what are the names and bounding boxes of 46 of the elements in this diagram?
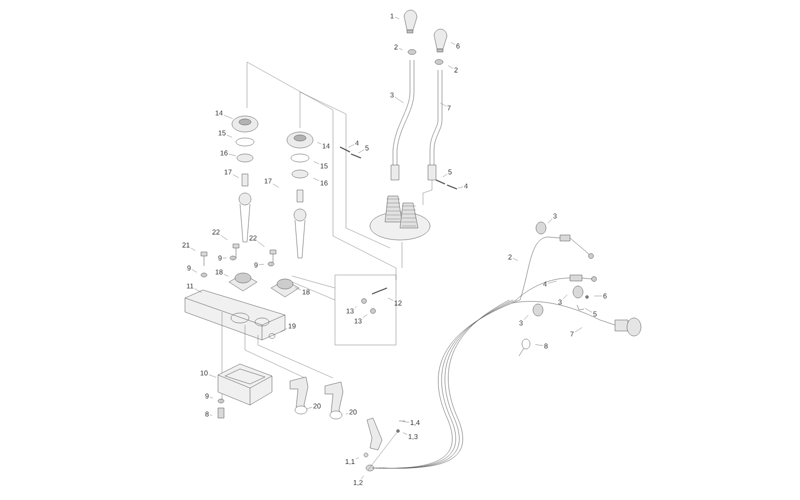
- leader-line: [257, 241, 265, 247]
- leader-line: [272, 184, 279, 188]
- leader-line: [232, 174, 239, 178]
- leader-line: [548, 218, 552, 224]
- leader-line: [440, 102, 446, 106]
- leader-line: [208, 374, 216, 378]
- leader-line: [224, 274, 229, 276]
- leader-line: [358, 150, 364, 154]
- leader-line: [210, 396, 213, 398]
- leader-line: [458, 186, 464, 188]
- leader-line: [360, 476, 364, 480]
- leader-line: [224, 114, 233, 119]
- leader-line: [524, 314, 528, 320]
- leader-line: [548, 280, 557, 284]
- leader-line: [388, 298, 394, 301]
- leader-line: [306, 407, 312, 410]
- leader-line: [192, 269, 198, 272]
- leader-line: [402, 421, 410, 422]
- leader-line: [574, 327, 582, 332]
- leader-line: [295, 288, 302, 290]
- leader-line: [313, 178, 320, 181]
- leader-line: [190, 248, 196, 251]
- leader-line: [448, 66, 454, 69]
- leader-line: [258, 264, 264, 265]
- leader-line: [226, 134, 232, 138]
- leader-line: [512, 258, 518, 261]
- leader-line: [362, 314, 368, 318]
- leader-line: [394, 16, 400, 20]
- leader-line: [194, 288, 202, 293]
- leader-line: [398, 48, 403, 50]
- leader-line: [348, 144, 354, 148]
- leader-line: [402, 432, 408, 435]
- leader-line: [317, 142, 322, 144]
- leader-line: [356, 458, 359, 460]
- leader-line: [535, 344, 544, 346]
- leader-line: [280, 328, 288, 332]
- leader-line: [562, 294, 568, 300]
- leader-line: [228, 154, 236, 156]
- leader-line: [210, 414, 212, 416]
- leader-line: [314, 162, 320, 164]
- leader-line: [220, 235, 228, 240]
- leader-line: [442, 174, 448, 178]
- leader-line: [450, 42, 456, 45]
- leader-line: [394, 96, 404, 104]
- leader-line: [584, 308, 592, 313]
- leader-line: [346, 413, 348, 414]
